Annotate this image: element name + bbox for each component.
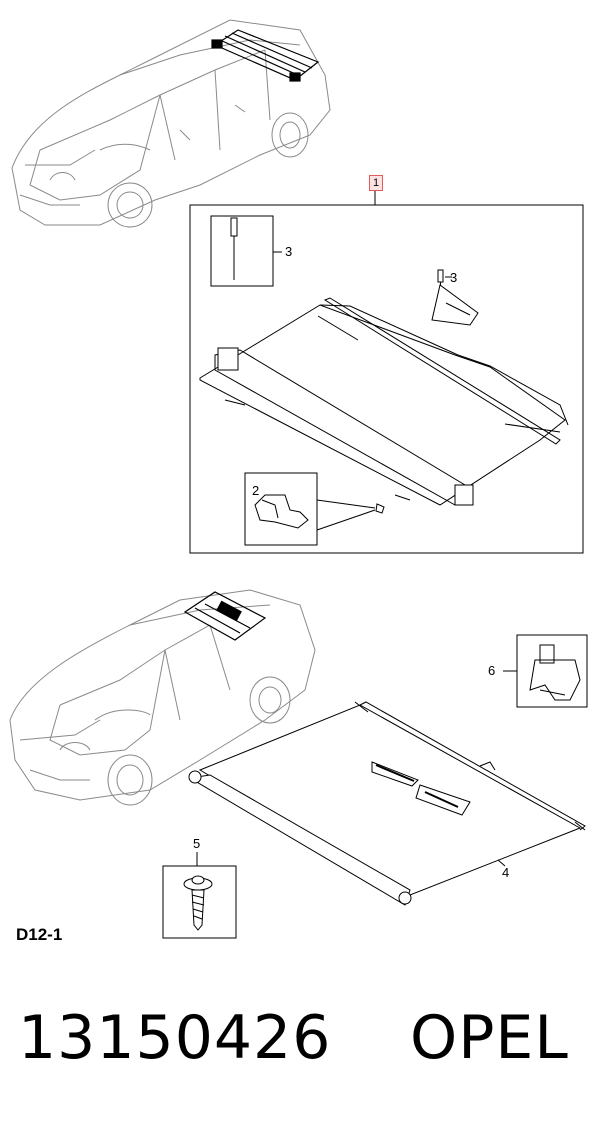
brand-name: OPEL [410,1003,569,1073]
diagram-code: D12-1 [16,925,63,944]
roller-cover [188,701,586,906]
callout-bracket-kit: 6 [488,663,496,678]
estate-cargo-cover-highlight [211,29,320,82]
estate-car-illustration [11,19,331,228]
callout-assembly: 1 [369,175,383,191]
assembly-frame [189,204,584,554]
callout-roller-cover: 4 [502,865,510,880]
cargo-cover-panel [199,284,569,506]
hook-clip-inset [244,472,385,546]
coupe-cargo-cover-highlight [183,591,267,641]
callout-screw: 5 [193,836,201,851]
callout-hook-clip: 2 [252,483,260,498]
part-number: 13150426 [18,1003,332,1073]
callout-pin-b: 3 [450,270,458,285]
bracket-kit-inset [503,634,588,708]
coupe-car-illustration [9,589,316,806]
screw-inset [162,852,237,939]
pin-inset [210,215,282,287]
callout-pin-a: 3 [285,244,293,259]
